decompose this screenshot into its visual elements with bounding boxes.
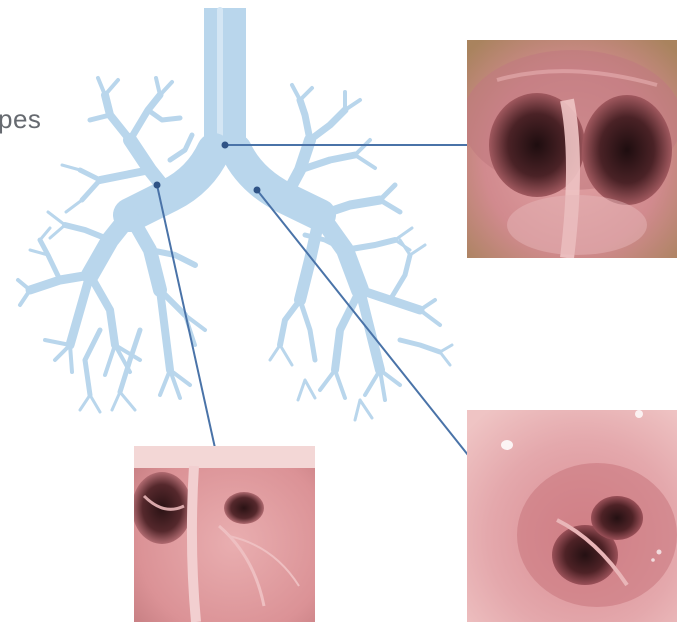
leader-dot-left-bronchus: [154, 182, 161, 189]
bronchial-tree: [18, 8, 452, 420]
bronchoscopy-image-right-bronchus: [467, 410, 677, 622]
bronchoscopy-image-left-bronchus: [134, 446, 315, 622]
leader-dot-trachea: [222, 142, 229, 149]
leader-dot-right-bronchus: [254, 187, 261, 194]
bronchoscopy-image-carina: [467, 40, 677, 258]
